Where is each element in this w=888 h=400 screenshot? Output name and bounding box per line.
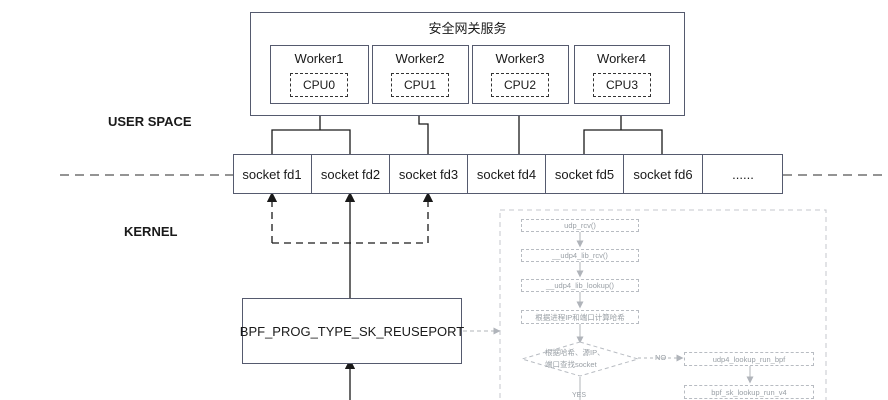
service-title: 安全网关服务 [428, 21, 507, 36]
flow-step-lookup-run-bpf: udp4_lookup_run_bpf [684, 352, 814, 366]
bpf-program-box: BPF_PROG_TYPE_SK_REUSEPORT [239, 298, 465, 364]
worker-label: Worker3 [495, 51, 545, 66]
socket-row [233, 154, 783, 194]
worker-box: Worker1 CPU0 [270, 45, 369, 104]
socket-cell: socket fd4 [468, 154, 546, 194]
cpu-label: CPU0 [290, 73, 348, 97]
flow-yes-label: YES [572, 392, 587, 399]
flow-step-hash: 根据进程IP和端口计算哈希 [521, 310, 639, 324]
user-space-label: USER SPACE [108, 114, 192, 129]
flow-step-udp-rcv: udp_rcv() [521, 219, 639, 232]
cpu-label: CPU3 [593, 73, 651, 97]
socket-cell: socket fd3 [390, 154, 468, 194]
flow-decision-text-1: 根据哈希、源IP、 [545, 348, 605, 357]
bpf-program-label: BPF_PROG_TYPE_SK_REUSEPORT [239, 323, 465, 339]
flow-step-udp4-lib-lookup: __udp4_lib_lookup() [521, 279, 639, 292]
worker-label: Worker4 [597, 51, 646, 66]
worker-box: Worker4 CPU3 [574, 45, 670, 104]
cpu-label: CPU1 [391, 73, 449, 97]
socket-cell: socket fd2 [312, 154, 390, 194]
cpu-label: CPU2 [491, 73, 549, 97]
flow-no-label: NO [655, 353, 667, 362]
socket-cell-more: ...... [732, 166, 754, 182]
socket-cell: socket fd5 [546, 154, 624, 194]
socket-cell: socket fd6 [624, 154, 703, 194]
flow-decision-text-2: 端口查找socket [545, 360, 597, 369]
socket-cell: socket fd1 [233, 154, 312, 194]
flow-step-sk-lookup-run: bpf_sk_lookup_run_v4 [684, 385, 814, 399]
worker-box: Worker3 CPU2 [472, 45, 569, 104]
flow-step-udp4-lib-rcv: __udp4_lib_rcv() [521, 249, 639, 262]
worker-label: Worker1 [294, 51, 344, 66]
worker-box: Worker2 CPU1 [372, 45, 469, 104]
kernel-label: KERNEL [124, 224, 178, 239]
worker-label: Worker2 [395, 51, 445, 66]
